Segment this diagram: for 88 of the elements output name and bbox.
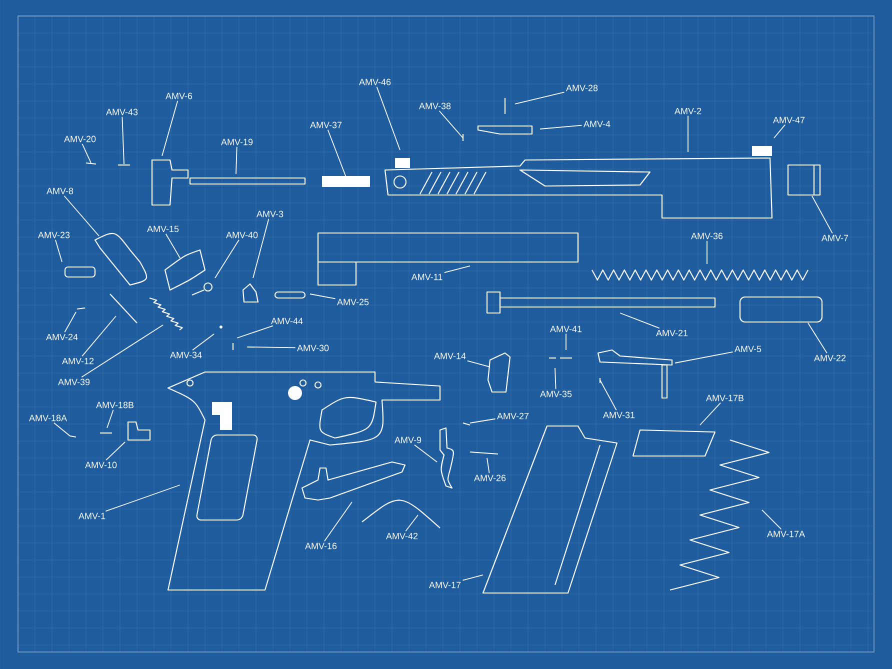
leader-line	[774, 124, 786, 138]
part-label: AMV-24	[46, 334, 78, 340]
part-label: AMV-7	[822, 234, 848, 242]
part-label: AMV-21	[656, 330, 688, 336]
leader-line	[540, 124, 582, 130]
part-label: AMV-27	[497, 412, 529, 420]
part-label: AMV-16	[305, 542, 337, 550]
leader-line	[105, 484, 180, 512]
leader-line	[405, 514, 418, 532]
part-label: AMV-38	[419, 102, 451, 110]
part-label: AMV-19	[221, 138, 253, 146]
leader-line	[214, 239, 240, 278]
part-label: AMV-5	[734, 346, 762, 352]
part-label: AMV-23	[38, 232, 70, 238]
part-label: AMV-40	[226, 232, 258, 238]
part-label: AMV-11	[411, 274, 442, 280]
leader-line	[324, 502, 352, 542]
part-label: AMV-3	[256, 210, 284, 218]
part-label: AMV-17B	[706, 394, 744, 402]
leader-line	[82, 143, 92, 164]
part-label: AMV-9	[394, 436, 422, 444]
leader-line	[192, 334, 214, 351]
part-label: AMV-30	[297, 344, 329, 352]
leader-line	[122, 116, 124, 164]
part-label: AMV-46	[359, 78, 391, 86]
leader-line	[236, 325, 274, 338]
part-label: AMV-14	[434, 352, 466, 360]
leader-line	[64, 195, 100, 236]
leader-line	[486, 458, 490, 474]
part-label: AMV-17A	[767, 530, 805, 538]
leader-line	[444, 266, 470, 273]
part-label: AMV-15	[147, 226, 179, 232]
part-label: AMV-18B	[96, 402, 134, 408]
leader-line	[165, 233, 180, 258]
part-label: AMV-17	[429, 582, 461, 588]
part-label: AMV-22	[814, 354, 846, 362]
leader-line	[310, 294, 336, 300]
leader-line	[81, 324, 164, 378]
leader-line	[414, 444, 438, 462]
leader-line	[438, 110, 464, 138]
leader-line	[554, 368, 556, 390]
part-label: AMV-34	[170, 352, 202, 358]
part-label: AMV-26	[474, 474, 506, 482]
leader-line	[812, 196, 833, 234]
leader-line	[82, 316, 116, 357]
part-label: AMV-35	[540, 390, 572, 398]
part-label: AMV-12	[62, 358, 94, 364]
leader-line	[64, 312, 76, 333]
leader-line	[706, 240, 708, 264]
part-label: AMV-25	[337, 298, 369, 306]
leader-line	[55, 239, 62, 262]
leader-line	[470, 418, 496, 424]
leader-line	[674, 351, 734, 364]
leader-line	[246, 346, 296, 348]
part-label: AMV-41	[550, 326, 582, 332]
leader-line	[762, 510, 782, 530]
leader-line	[327, 129, 346, 178]
leader-line	[54, 422, 70, 436]
leader-line	[252, 218, 270, 278]
leader-line	[236, 146, 238, 174]
part-label: AMV-10	[85, 462, 117, 468]
part-label: AMV-18A	[29, 414, 67, 422]
part-label: AMV-31	[603, 412, 635, 418]
leader-line	[467, 360, 490, 368]
part-label: AMV-20	[64, 136, 96, 142]
leader-line	[700, 402, 722, 426]
leader-line	[514, 92, 565, 104]
part-label: AMV-4	[584, 120, 610, 128]
leader-line	[808, 322, 828, 354]
part-label: AMV-36	[691, 232, 723, 240]
part-label: AMV-42	[386, 532, 418, 540]
leader-line	[376, 86, 400, 150]
leader-line	[620, 312, 660, 329]
leader-line	[462, 574, 484, 581]
leader-line	[600, 380, 617, 411]
part-label: AMV-43	[106, 108, 138, 116]
part-label: AMV-39	[58, 378, 90, 386]
part-label: AMV-28	[566, 84, 598, 92]
part-label: AMV-1	[78, 512, 106, 520]
leader-line	[106, 409, 114, 428]
leader-line	[106, 442, 126, 461]
part-label: AMV-37	[310, 122, 342, 128]
part-label: AMV-8	[46, 188, 74, 194]
part-label: AMV-44	[271, 318, 303, 324]
leader-line	[162, 100, 178, 156]
part-label: AMV-2	[674, 108, 702, 114]
part-label: AMV-6	[166, 92, 192, 100]
part-label: AMV-47	[773, 116, 805, 124]
